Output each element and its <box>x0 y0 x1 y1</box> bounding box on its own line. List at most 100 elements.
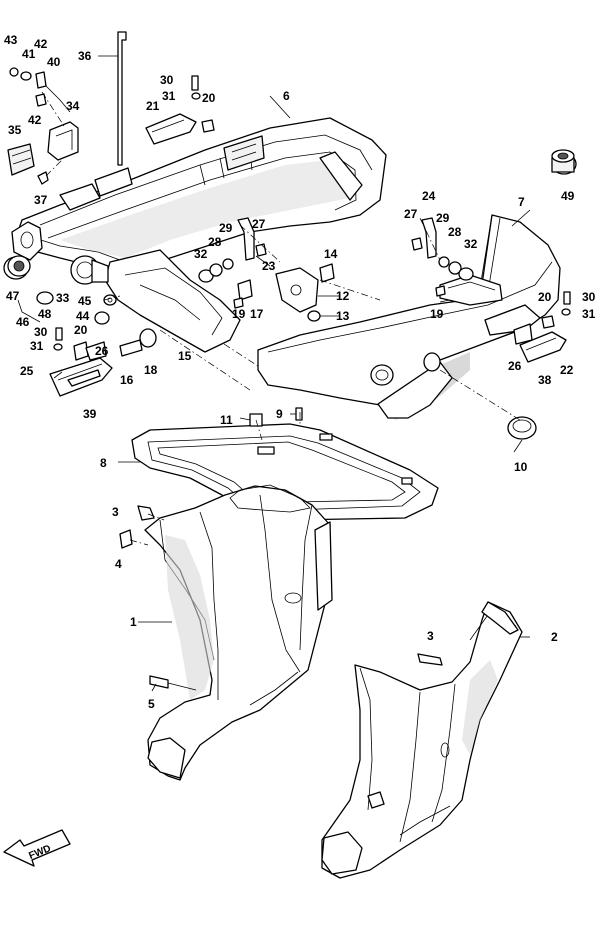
fittings-20-26-30-31 <box>53 75 571 361</box>
callout-3a: 3 <box>112 505 119 519</box>
callout-31a: 31 <box>162 89 176 103</box>
callout-39: 39 <box>83 407 97 421</box>
callout-23: 23 <box>262 259 276 273</box>
callout-46: 46 <box>16 315 30 329</box>
assembly-lines <box>41 91 521 546</box>
callout-29a: 29 <box>219 221 233 235</box>
callout-33: 33 <box>56 291 70 305</box>
cover-seal <box>131 423 439 521</box>
callout-24: 24 <box>422 189 436 203</box>
callout-15: 15 <box>178 349 192 363</box>
callout-41: 41 <box>22 47 36 61</box>
washer-45 <box>103 294 117 306</box>
callout-26b: 26 <box>508 359 522 373</box>
bush-44 <box>94 311 110 325</box>
callout-19a: 19 <box>232 307 246 321</box>
callout-18: 18 <box>144 363 158 377</box>
callout-37: 37 <box>34 193 48 207</box>
callout-28b: 28 <box>448 225 462 239</box>
clip-3-lower <box>417 653 443 666</box>
screw-9 <box>295 407 303 421</box>
callout-2: 2 <box>551 630 558 644</box>
callout-25: 25 <box>20 364 34 378</box>
callout-44: 44 <box>76 309 90 323</box>
callout-35: 35 <box>8 123 22 137</box>
callout-22: 22 <box>560 363 574 377</box>
leader-lines <box>17 55 531 692</box>
callout-45: 45 <box>78 294 92 308</box>
fwd-arrow-icon: FWD <box>3 829 71 867</box>
nut-13 <box>307 310 321 322</box>
small-hardware-40-43 <box>9 67 71 113</box>
callout-1: 1 <box>130 615 137 629</box>
callout-30b: 30 <box>582 290 596 304</box>
callout-7: 7 <box>518 195 525 209</box>
latch-35 <box>7 143 35 176</box>
callout-40: 40 <box>47 55 61 69</box>
callout-34: 34 <box>66 99 80 113</box>
callout-30c: 30 <box>34 325 48 339</box>
upper-cover-frame <box>11 117 387 353</box>
callout-3b: 3 <box>427 629 434 643</box>
wire-36 <box>117 31 127 166</box>
callout-20b: 20 <box>538 290 552 304</box>
cap-48 <box>36 291 54 305</box>
callout-13: 13 <box>336 309 350 323</box>
grommet-49 <box>551 149 577 175</box>
callout-26a: 26 <box>95 344 109 358</box>
callout-48: 48 <box>38 307 52 321</box>
callout-27a: 27 <box>252 217 266 231</box>
callout-8: 8 <box>100 456 107 470</box>
callout-36: 36 <box>78 49 92 63</box>
callout-31c: 31 <box>30 339 44 353</box>
callout-20c: 20 <box>74 323 88 337</box>
callout-30a: 30 <box>160 73 174 87</box>
callout-14: 14 <box>324 247 338 261</box>
callout-28a: 28 <box>208 235 222 249</box>
callout-32b: 32 <box>464 237 478 251</box>
plug-10 <box>507 416 537 440</box>
lower-cover-left <box>144 484 333 781</box>
callout-17: 17 <box>250 307 264 321</box>
knob-33 <box>70 255 109 285</box>
handle-21 <box>145 113 197 145</box>
bolt-14 <box>319 263 335 283</box>
callout-16: 16 <box>120 373 134 387</box>
handle-25-39 <box>49 357 113 397</box>
lower-cover-right <box>321 601 523 879</box>
bolt-19 <box>233 285 446 309</box>
callout-47: 47 <box>6 289 20 303</box>
clip-3-upper <box>137 505 155 521</box>
callout-19b: 19 <box>430 307 444 321</box>
callout-11: 11 <box>220 413 233 427</box>
upper-cover-right <box>257 214 561 420</box>
callout-10: 10 <box>514 460 528 474</box>
callout-31b: 31 <box>582 307 596 321</box>
callout-32a: 32 <box>194 247 208 261</box>
bracket-12 <box>275 267 319 313</box>
callout-42b: 42 <box>28 113 42 127</box>
bolt-37 <box>37 171 49 185</box>
callout-27b: 27 <box>404 207 418 221</box>
collar-18 <box>139 328 157 348</box>
screw-5 <box>149 675 197 691</box>
bolt-17 <box>237 279 253 301</box>
bolt-16 <box>119 339 143 357</box>
callout-29b: 29 <box>436 211 450 225</box>
callout-21: 21 <box>146 99 160 113</box>
handle-22 <box>519 331 567 363</box>
bracket-34 <box>47 121 79 161</box>
callout-4: 4 <box>115 557 122 571</box>
grommet-47 <box>3 255 31 280</box>
screw-4 <box>119 529 133 549</box>
callout-42a: 42 <box>34 37 48 51</box>
callout-9: 9 <box>276 407 283 421</box>
callouts: 1 2 3 3 4 5 6 7 8 9 10 11 12 13 14 15 16… <box>4 33 596 711</box>
callout-20a: 20 <box>202 91 216 105</box>
callout-6: 6 <box>283 89 290 103</box>
callout-49: 49 <box>561 189 575 203</box>
callout-12: 12 <box>336 289 350 303</box>
callout-5: 5 <box>148 697 155 711</box>
callout-43: 43 <box>4 33 18 47</box>
